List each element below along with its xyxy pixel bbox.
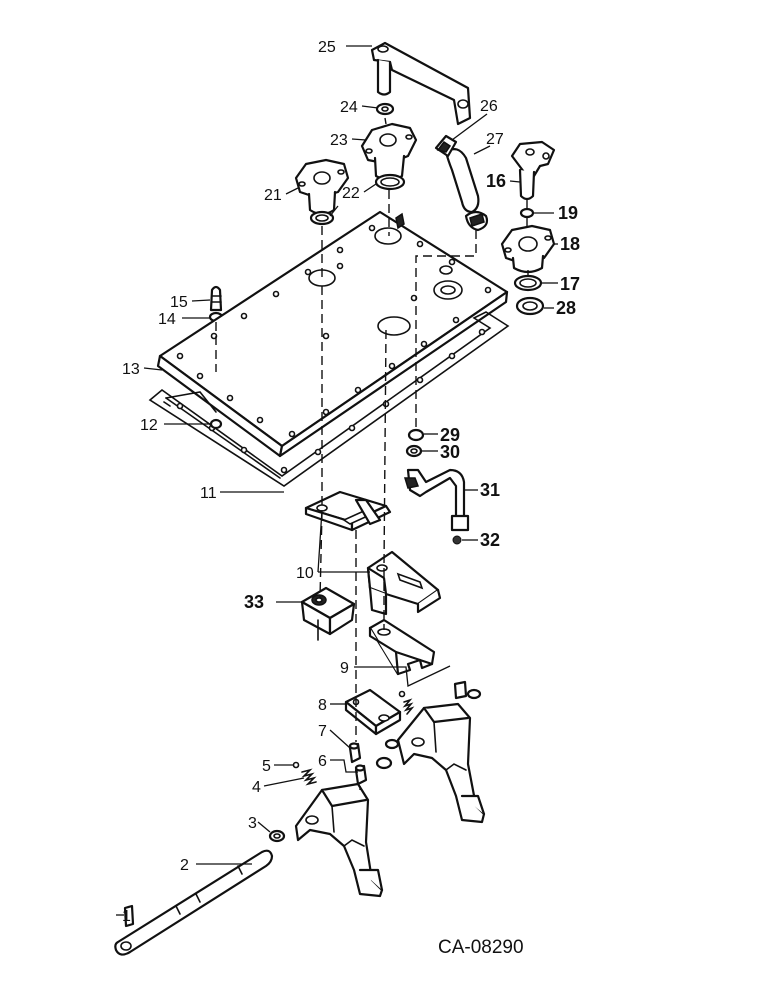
cover-bolt-holes xyxy=(176,224,492,438)
callout-29: 29 xyxy=(440,425,460,445)
callout-5: 5 xyxy=(262,758,271,775)
ball-part-5 xyxy=(292,761,300,769)
callout-19: 19 xyxy=(558,203,578,223)
interlock-plate-part-9 xyxy=(368,618,436,676)
callout-8: 8 xyxy=(318,697,327,714)
breather-part-15 xyxy=(209,285,223,312)
shift-fork-right xyxy=(396,702,486,824)
callout-33: 33 xyxy=(244,592,264,612)
callout-15: 15 xyxy=(170,294,188,311)
callout-6: 6 xyxy=(318,753,327,770)
spring-upper xyxy=(402,698,415,715)
callout-32: 32 xyxy=(480,530,500,550)
callout-10: 10 xyxy=(296,565,314,582)
drawing-code: CA-08290 xyxy=(438,937,524,958)
callout-3: 3 xyxy=(248,815,257,832)
callout-21: 21 xyxy=(264,187,282,204)
shift-lever-part-25 xyxy=(370,41,472,126)
washer-fork-mid xyxy=(375,756,393,770)
callout-24: 24 xyxy=(340,99,358,116)
housing-part-18 xyxy=(500,224,556,274)
alignment-lines xyxy=(215,117,529,790)
block-part-33 xyxy=(300,586,356,641)
breather-hose-part-27 xyxy=(444,147,480,214)
callout-16: 16 xyxy=(486,171,506,191)
callout-labels: 1 2 3 4 5 6 7 8 9 10 11 12 13 14 15 16 1… xyxy=(122,39,580,925)
hose-clamp-lower xyxy=(464,210,489,232)
callout-25: 25 xyxy=(318,39,336,56)
shift-lever-part-16 xyxy=(510,140,556,201)
shift-fork-left xyxy=(294,782,384,898)
callout-26: 26 xyxy=(480,98,498,115)
callout-9: 9 xyxy=(340,660,349,677)
callout-28: 28 xyxy=(556,298,576,318)
plug-part-32 xyxy=(452,535,462,545)
bracket-upper-part-10 xyxy=(304,490,392,532)
housing-part-21 xyxy=(294,158,350,216)
callout-22: 22 xyxy=(342,185,360,202)
frame-nut-part-12 xyxy=(165,391,223,430)
nut-fork-mid xyxy=(384,738,400,750)
callout-30: 30 xyxy=(440,442,460,462)
callout-leaders xyxy=(116,45,558,916)
ball-upper xyxy=(398,690,406,698)
washer-fork-right xyxy=(466,688,482,700)
gasket-part-11 xyxy=(148,311,510,487)
callout-7: 7 xyxy=(318,723,327,740)
callout-13: 13 xyxy=(122,361,140,378)
housing-part-23 xyxy=(360,122,418,182)
callout-4: 4 xyxy=(252,779,261,796)
hose-clamp-part-26 xyxy=(434,134,458,158)
lock-plate-part-8 xyxy=(344,688,402,736)
callout-1: 1 xyxy=(122,908,131,925)
callout-12: 12 xyxy=(140,417,158,434)
washer-part-29 xyxy=(407,428,425,442)
pin-part-6 xyxy=(354,764,368,786)
callout-27: 27 xyxy=(486,131,504,148)
callout-18: 18 xyxy=(560,234,580,254)
callout-23: 23 xyxy=(330,132,348,149)
washer-part-19 xyxy=(519,207,535,219)
callout-2: 2 xyxy=(180,857,189,874)
callout-17: 17 xyxy=(560,274,580,294)
dowel-pin xyxy=(395,212,405,230)
pin-upper-right xyxy=(453,680,468,700)
spring-part-4 xyxy=(301,768,317,786)
bracket-lower-part-10 xyxy=(366,550,442,616)
callout-14: 14 xyxy=(158,311,176,328)
pin-part-7 xyxy=(348,742,362,764)
callout-31: 31 xyxy=(480,480,500,500)
lube-tube-part-31 xyxy=(403,468,470,532)
top-cover-plate-part-13 xyxy=(156,210,509,458)
callout-11: 11 xyxy=(200,485,217,502)
shift-rail-part-2 xyxy=(114,849,274,956)
pin-part-1 xyxy=(123,904,135,928)
